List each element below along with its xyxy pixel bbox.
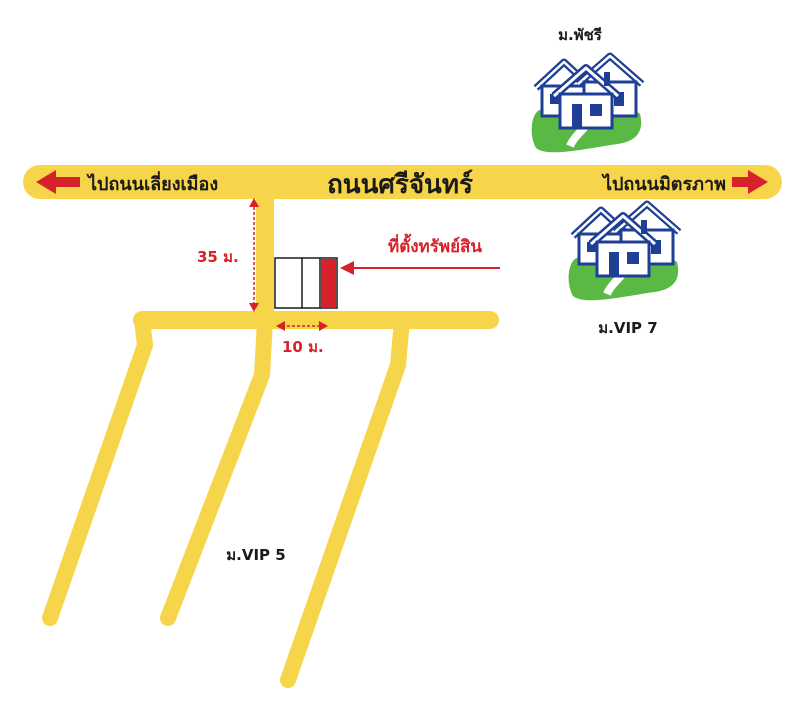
distance-label: 35 ม. [197, 248, 239, 266]
property-unit-marked [321, 259, 336, 307]
left-arrow-icon [36, 170, 80, 194]
bottom-village-label: ม.VIP 5 [226, 546, 285, 564]
left-direction-label: ไปถนนเลี่ยงเมือง [86, 171, 218, 195]
property-label: ที่ตั้งทรัพย์สิน [388, 233, 482, 257]
right-village-label: ม.VIP 7 [598, 319, 657, 337]
right-arrow-icon [732, 170, 768, 194]
right-village-houses-icon [569, 204, 679, 300]
top-village-label: ม.พัชรี [558, 26, 603, 44]
frontage-dimension [276, 321, 328, 331]
top-village-houses-icon [532, 56, 642, 152]
right-branch-road [280, 312, 410, 688]
right-direction-label: ไปถนนมิตรภาพ [601, 173, 726, 195]
frontage-label: 10 ม. [282, 338, 324, 356]
roads [23, 165, 782, 688]
property-pointer-arrowhead [340, 261, 354, 275]
left-branch-road [42, 312, 153, 626]
middle-branch-road [160, 312, 273, 626]
main-road-name: ถนนศรีจันทร์ [327, 169, 473, 200]
property-plot [274, 257, 338, 309]
distance-dimension [249, 198, 259, 312]
